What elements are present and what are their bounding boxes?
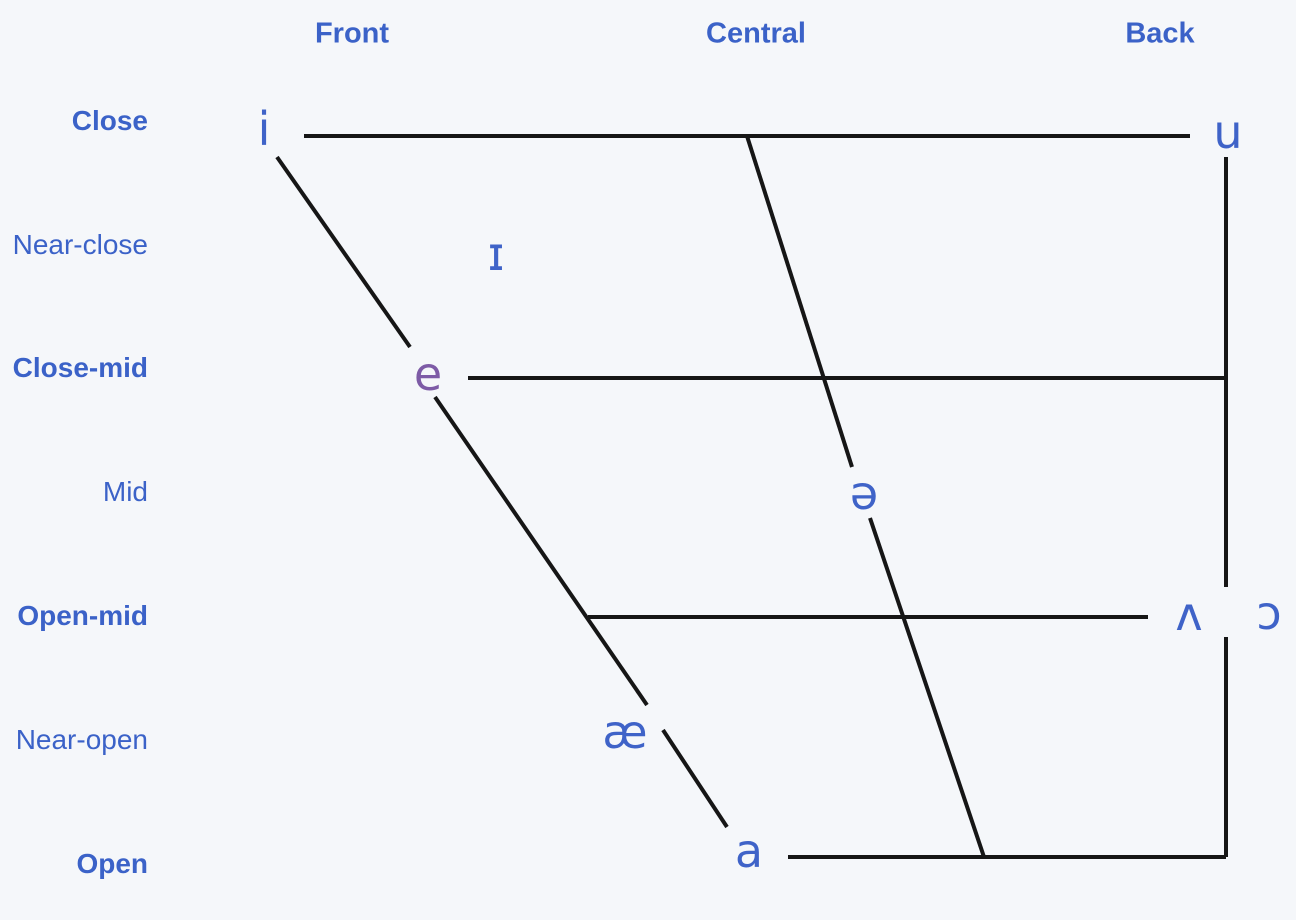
row-label-close-mid: Close-mid xyxy=(12,352,148,383)
vowel-ash[interactable]: æ xyxy=(602,705,648,759)
row-label-close: Close xyxy=(71,105,148,136)
central-diagonal-segment-2 xyxy=(868,517,986,858)
front-diagonal-segment-3 xyxy=(661,728,729,829)
vowel-caret[interactable]: ʌ xyxy=(1175,587,1203,641)
vowel-a[interactable]: a xyxy=(734,824,764,878)
front-diagonal-segment-1 xyxy=(275,155,412,349)
vowel-u[interactable]: u xyxy=(1213,105,1243,159)
vowel-open-o[interactable]: ɔ xyxy=(1256,586,1282,640)
column-header-central: Central xyxy=(706,17,806,50)
column-header-back: Back xyxy=(1125,17,1195,50)
vowel-i[interactable]: i xyxy=(257,102,271,156)
vowel-small-i[interactable]: ɪ xyxy=(487,227,505,281)
column-header-front: Front xyxy=(314,17,390,50)
row-label-near-open: Near-open xyxy=(15,724,148,755)
row-label-mid: Mid xyxy=(102,476,148,507)
row-label-open: Open xyxy=(76,848,148,879)
front-diagonal-segment-2 xyxy=(433,395,649,707)
row-label-open-mid: Open-mid xyxy=(17,600,148,631)
vowel-schwa[interactable]: ə xyxy=(849,466,879,520)
vowel-e[interactable]: e xyxy=(413,347,443,401)
central-diagonal-segment-1 xyxy=(745,135,854,468)
row-label-near-close: Near-close xyxy=(12,229,148,260)
